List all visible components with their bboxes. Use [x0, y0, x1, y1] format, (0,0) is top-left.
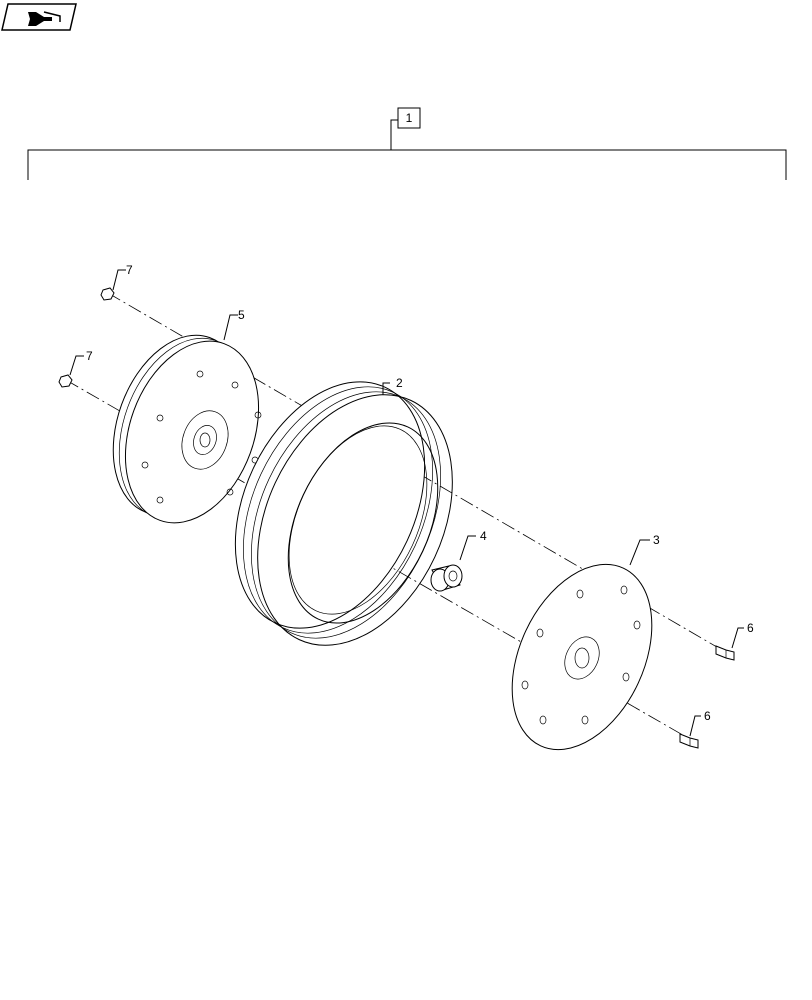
callout-label-6-lower[interactable]: 6 [704, 709, 711, 723]
callout-label-7-upper[interactable]: 7 [126, 263, 133, 277]
callout-leaders [69, 269, 744, 737]
assembly-bracket [27, 119, 787, 180]
nut-lower [58, 374, 73, 388]
wheel-disc-front [511, 563, 653, 751]
callout-label-3[interactable]: 3 [653, 533, 660, 547]
wheel-disc-rear [112, 334, 262, 524]
callout-label-7-lower[interactable]: 7 [86, 349, 93, 363]
bolt-lower [679, 733, 699, 749]
callout-label-4[interactable]: 4 [480, 529, 487, 543]
callout-label-2[interactable]: 2 [396, 376, 403, 390]
nut-upper [100, 287, 115, 301]
tire [234, 381, 453, 646]
assembly-label: 1 [406, 111, 413, 125]
bushing [430, 564, 463, 592]
callout-label-5[interactable]: 5 [238, 308, 245, 322]
bolt-upper [715, 645, 735, 661]
back-arrow-icon[interactable] [1, 3, 77, 31]
callout-label-6-upper[interactable]: 6 [747, 621, 754, 635]
assembly-callout-1[interactable]: 1 [397, 107, 421, 129]
